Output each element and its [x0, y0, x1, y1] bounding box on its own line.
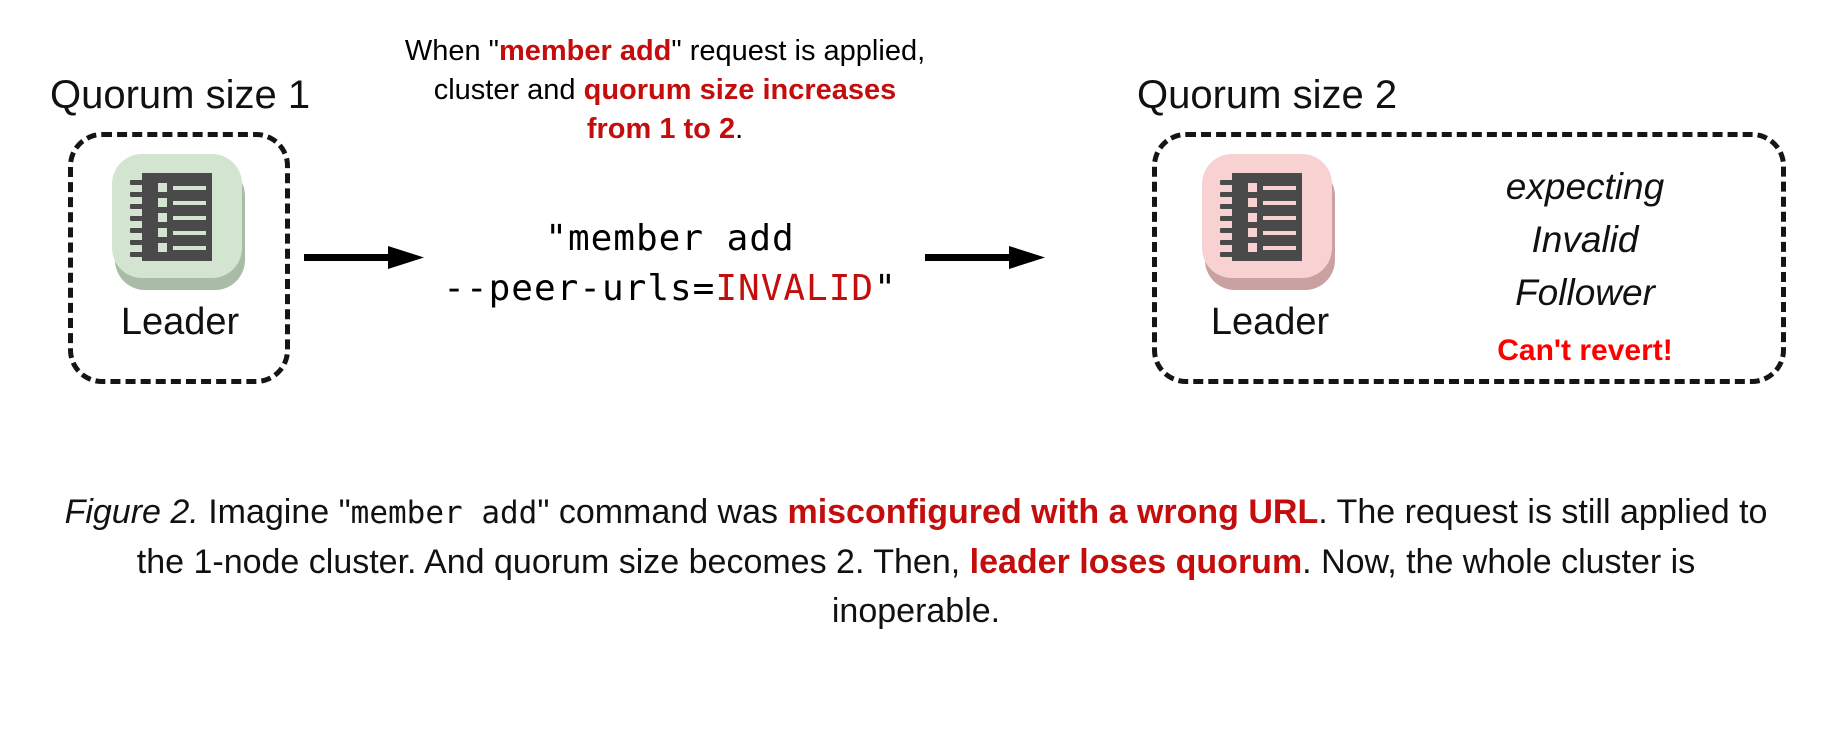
figure-caption-t4: . Now, the whole cluster is inoperable. — [831, 543, 1696, 630]
left-node-label: Leader — [120, 301, 240, 343]
figure-caption-highlight-leader-loses-quorum: leader loses quorum — [969, 543, 1303, 581]
figure-diagram: Quorum size 1 — [50, 32, 1786, 384]
right-cluster-status: expecting Invalid Follower Can't revert! — [1400, 160, 1770, 369]
command-text: "member add --peer-urls=INVALID" — [430, 214, 910, 314]
figure-caption: Figure 2. Imagine "member add" command w… — [60, 488, 1772, 636]
status-line-follower: Follower — [1515, 272, 1655, 313]
left-cluster-node: Leader — [88, 154, 272, 344]
command-line-2-suffix: " — [874, 268, 897, 309]
figure-caption-t2: " command was — [537, 493, 788, 531]
top-note-part4: . — [735, 113, 744, 145]
status-line-expecting: expecting — [1505, 166, 1665, 207]
status-line-invalid: Invalid — [1531, 219, 1639, 260]
command-invalid-value: INVALID — [715, 268, 875, 309]
right-node-icon-wrap — [1202, 154, 1338, 290]
cant-revert-warning: Can't revert! — [1497, 334, 1673, 367]
right-node-label: Leader — [1210, 301, 1330, 343]
left-node-icon-wrap — [112, 154, 248, 290]
figure-caption-t3: . The request is still applied to the 1-… — [136, 493, 1768, 581]
top-annotation: When "member add" request is applied, cl… — [355, 32, 975, 149]
top-note-part2: " request is applied, — [671, 35, 926, 67]
command-line-1: "member add — [545, 218, 795, 259]
figure-caption-label: Figure 2. — [64, 493, 199, 531]
server-rack-icon — [1202, 154, 1332, 278]
top-note-part1: When " — [404, 35, 499, 67]
left-cluster-title: Quorum size 1 — [50, 73, 311, 117]
arrow-right-icon-2 — [925, 245, 1045, 271]
top-note-highlight-member-add: member add — [498, 35, 672, 67]
right-cluster-title: Quorum size 2 — [1137, 73, 1398, 117]
top-note-highlight-from-1-to-2: from 1 to 2 — [586, 113, 736, 145]
top-note-highlight-quorum-increases: quorum size increases — [583, 74, 897, 106]
right-cluster-node: Leader — [1178, 154, 1362, 344]
arrow-right-icon-1 — [304, 245, 424, 271]
top-note-part3: cluster and — [433, 74, 584, 106]
figure-caption-t1: Imagine " — [198, 493, 351, 531]
command-line-2-prefix: --peer-urls= — [443, 268, 716, 309]
figure-caption-command: member add — [350, 495, 538, 531]
figure-caption-highlight-misconfigured: misconfigured with a wrong URL — [787, 493, 1319, 531]
server-rack-icon — [112, 154, 242, 278]
